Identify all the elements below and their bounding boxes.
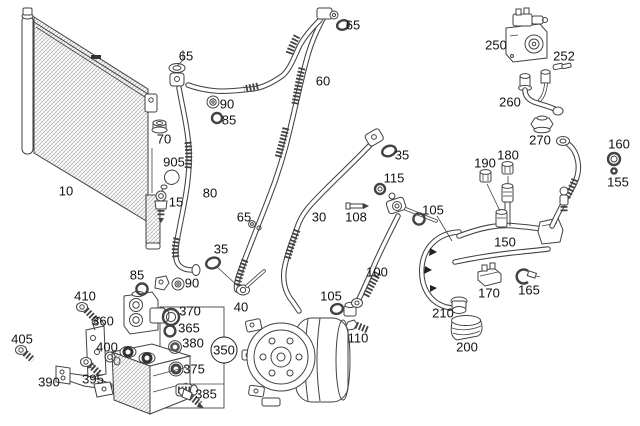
part-label-30: 30 — [311, 209, 327, 225]
manifold-assembly-150 — [419, 136, 582, 311]
nut-70 — [151, 119, 168, 134]
part-label-190: 190 — [474, 155, 496, 171]
part-label-85-b: 85 — [129, 267, 145, 283]
part-label-252: 252 — [553, 48, 575, 64]
part-label-90-b: 90 — [184, 275, 200, 291]
part-label-15: 15 — [168, 194, 184, 210]
fitting-210 — [448, 296, 468, 314]
part-label-115: 115 — [383, 170, 405, 186]
bolt-395 — [80, 357, 103, 377]
part-label-85-a: 85 — [221, 112, 237, 128]
part-label-165: 165 — [518, 282, 540, 298]
compressor — [241, 301, 357, 407]
fitting-40 — [236, 269, 266, 296]
part-label-395: 395 — [82, 371, 104, 387]
o-ring-85-lower — [135, 282, 149, 296]
pin-252 — [552, 62, 572, 71]
part-label-108: 108 — [345, 209, 367, 225]
part-label-390: 390 — [38, 374, 60, 390]
y-pipe-260 — [518, 69, 564, 116]
part-label-350-circled: 350 — [210, 336, 238, 364]
part-label-260: 260 — [499, 94, 521, 110]
bolt-110 — [345, 319, 370, 334]
part-label-65-a: 65 — [178, 48, 194, 64]
part-label-160: 160 — [608, 136, 630, 152]
connector-170 — [477, 262, 502, 287]
hose-80 — [171, 85, 201, 276]
sensor-385 — [178, 387, 204, 408]
part-label-385: 385 — [195, 386, 217, 402]
part-label-65-b: 65 — [345, 17, 361, 33]
part-label-405: 405 — [11, 331, 33, 347]
washer-400 — [104, 351, 121, 366]
part-label-40: 40 — [233, 299, 249, 315]
grommet-375 — [168, 361, 184, 377]
part-label-150: 150 — [494, 234, 516, 250]
nut-270 — [530, 115, 554, 134]
part-label-155: 155 — [607, 174, 629, 190]
part-label-400: 400 — [96, 339, 118, 355]
part-label-35-b: 35 — [213, 241, 229, 257]
o-ring-365 — [163, 324, 177, 338]
o-ring-35-upper — [381, 144, 397, 158]
part-label-65-c: 65 — [236, 209, 252, 225]
condenser — [21, 7, 161, 250]
o-ring-160 — [606, 151, 622, 167]
part-label-905: 905 — [163, 154, 185, 170]
part-label-90-a: 90 — [219, 96, 235, 112]
part-label-105-a: 105 — [422, 202, 444, 218]
o-ring-105-right — [412, 212, 453, 242]
part-label-10: 10 — [58, 183, 74, 199]
bolt-405 — [15, 345, 36, 363]
part-label-110: 110 — [347, 330, 369, 346]
part-label-375: 375 — [183, 361, 205, 377]
part-label-180: 180 — [497, 147, 519, 163]
part-label-370: 370 — [179, 303, 201, 319]
sensor-15 — [154, 190, 168, 223]
part-label-380: 380 — [182, 335, 204, 351]
hose-30 — [280, 128, 384, 314]
bolt-410 — [76, 302, 98, 322]
part-label-410: 410 — [74, 288, 96, 304]
damper-200 — [450, 315, 483, 341]
part-label-35-a: 35 — [394, 147, 410, 163]
seal-155 — [610, 167, 618, 175]
part-label-365: 365 — [178, 320, 200, 336]
condenser-fitting-65 — [168, 50, 186, 87]
part-label-200: 200 — [456, 339, 478, 355]
o-ring-105-compressor — [329, 302, 345, 316]
hose-60 — [185, 7, 339, 293]
part-label-360: 360 — [92, 313, 114, 329]
part-label-270: 270 — [529, 132, 551, 148]
part-label-60: 60 — [315, 73, 331, 89]
washer-90-lower — [171, 277, 185, 291]
hose-100 — [351, 213, 401, 308]
o-ring-85-upper — [210, 111, 224, 125]
part-label-100: 100 — [366, 264, 388, 280]
clamp-165 — [515, 268, 541, 285]
solenoid-valve-250 — [505, 7, 548, 63]
o-ring-115 — [373, 182, 387, 196]
part-label-170: 170 — [478, 285, 500, 301]
grommet-380 — [168, 340, 182, 354]
cap-190 — [479, 169, 501, 212]
o-ring-65-top — [335, 19, 351, 31]
expansion-valve — [123, 275, 170, 335]
o-rings-65-mid — [248, 220, 262, 231]
part-label-210: 210 — [432, 305, 454, 321]
washer-90-upper — [206, 95, 220, 109]
cap-905 — [160, 169, 180, 194]
part-label-80: 80 — [202, 185, 218, 201]
o-ring-35-lower — [204, 256, 241, 289]
part-label-70: 70 — [156, 131, 172, 147]
part-label-250: 250 — [485, 37, 507, 53]
cap-180 — [501, 161, 514, 184]
part-label-105-b: 105 — [320, 288, 342, 304]
stud-108 — [345, 202, 369, 210]
heat-exchanger-block — [110, 343, 198, 415]
